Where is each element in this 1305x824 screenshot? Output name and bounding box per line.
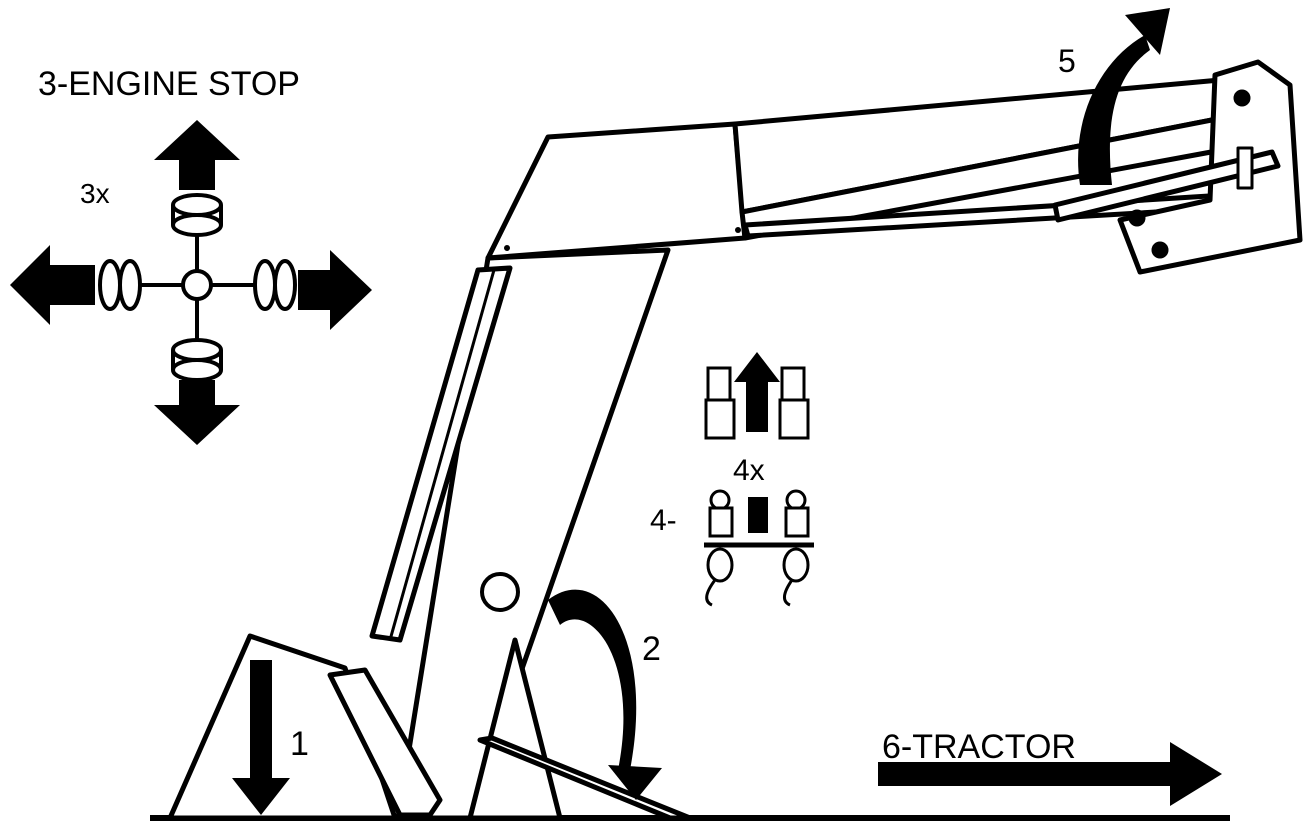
arrow-up-icon — [154, 120, 240, 190]
step6-arrow — [878, 742, 1222, 806]
upright-hole — [480, 572, 520, 612]
arrow-right-icon — [298, 250, 372, 330]
step4-up-arrow — [734, 352, 780, 432]
step2-arrow — [548, 589, 637, 770]
arrow-down-icon — [154, 380, 240, 445]
step3-label: 3-ENGINE STOP — [38, 65, 300, 103]
step2-label: 2 — [642, 630, 661, 668]
bucket-pivot — [327, 667, 443, 818]
step4-repeat-label: 4x — [733, 454, 765, 487]
boom-head — [485, 121, 748, 261]
joystick-icon — [98, 193, 297, 382]
step5-label: 5 — [1058, 43, 1076, 79]
step1-arrow — [232, 660, 290, 815]
joystick-arrows — [10, 120, 372, 445]
step1-label: 1 — [290, 725, 309, 763]
attachment-bracket — [1117, 59, 1303, 275]
step4-label: 4- — [650, 504, 677, 537]
parking-stand — [467, 637, 563, 821]
step4-stop-block — [748, 497, 768, 533]
loader-frame — [167, 59, 1303, 821]
hydraulic-coupler-icon — [704, 366, 814, 607]
step6-label: 6-TRACTOR — [882, 728, 1076, 766]
step5-arrow — [1078, 35, 1150, 185]
locking-pin — [1052, 149, 1281, 223]
arrow-left-icon — [10, 245, 95, 325]
step3-repeat-label: 3x — [80, 178, 110, 209]
